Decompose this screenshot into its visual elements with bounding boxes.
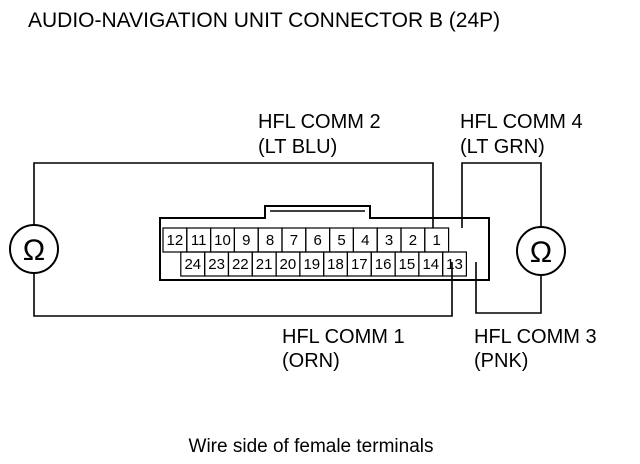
- pin-cell: [442, 251, 468, 277]
- pin-number: 8: [266, 232, 274, 249]
- pin-number: 14: [422, 256, 439, 273]
- hfl-comm-4-wire: [461, 162, 542, 228]
- pin-number: 11: [191, 232, 207, 249]
- pin-number: 15: [399, 256, 416, 273]
- diagram-title: AUDIO-NAVIGATION UNIT CONNECTOR B (24P): [28, 9, 500, 32]
- pin-number: 6: [314, 232, 322, 249]
- right-ohmmeter: Ω: [516, 226, 566, 276]
- pin-number: 22: [232, 256, 249, 273]
- pin-number: 23: [208, 256, 225, 273]
- pin-number: 10: [214, 232, 231, 249]
- hfl-comm-1-wire: [33, 262, 453, 317]
- hfl-comm-2-label: HFL COMM 2: [258, 111, 381, 133]
- hfl-comm-1-color: (ORN): [282, 350, 340, 372]
- pin-number: 24: [184, 256, 201, 273]
- connector-body: [159, 205, 490, 281]
- pin-number: 3: [385, 232, 393, 249]
- hfl-comm-4-label: HFL COMM 4: [460, 111, 583, 133]
- hfl-comm-2-color: (LT BLU): [258, 136, 337, 158]
- pin-number: 1: [433, 232, 441, 249]
- pin-number: 13: [446, 256, 463, 273]
- pin-number: 17: [351, 256, 368, 273]
- pin-number: 9: [242, 232, 250, 249]
- pin-number: 2: [409, 232, 417, 249]
- pin-number: 19: [303, 256, 320, 273]
- pin-number: 21: [256, 256, 273, 273]
- hfl-comm-4-color: (LT GRN): [460, 136, 545, 158]
- hfl-comm-2-wire: [33, 162, 434, 228]
- hfl-comm-3-color: (PNK): [474, 350, 528, 372]
- ohm-icon: Ω: [530, 236, 552, 269]
- hfl-comm-1-label: HFL COMM 1: [282, 326, 405, 348]
- pin-number: 18: [327, 256, 344, 273]
- pin-number: 4: [361, 232, 369, 249]
- left-ohmmeter: Ω: [9, 224, 59, 274]
- hfl-comm-3-wire: [475, 262, 542, 314]
- ohm-icon: Ω: [23, 234, 45, 267]
- pin-number: 16: [375, 256, 392, 273]
- pin-number: 5: [337, 232, 345, 249]
- diagram-caption: Wire side of female terminals: [189, 436, 434, 457]
- pin-number: 12: [167, 232, 184, 249]
- hfl-comm-3-label: HFL COMM 3: [474, 326, 597, 348]
- pin-number: 20: [280, 256, 297, 273]
- pin-number: 7: [290, 232, 298, 249]
